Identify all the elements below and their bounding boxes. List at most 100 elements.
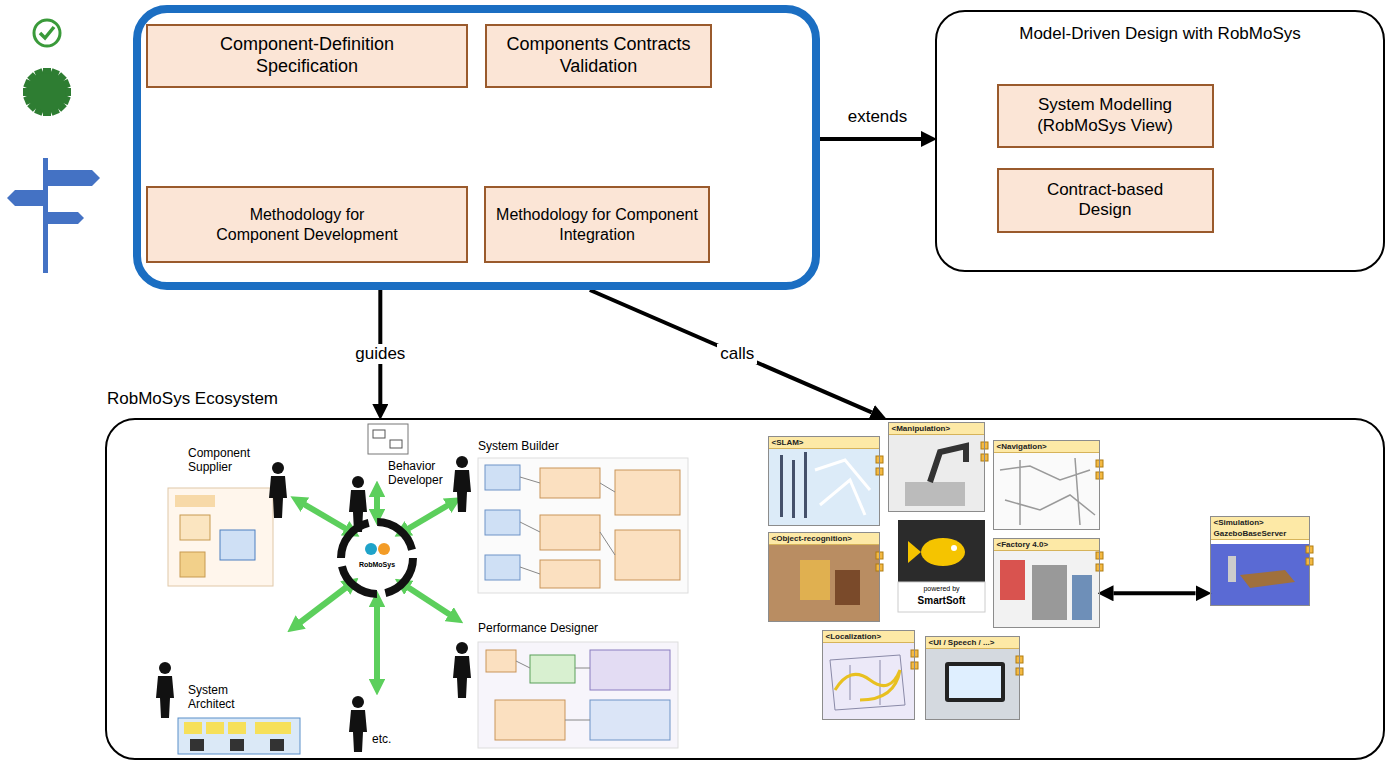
component-port — [1016, 668, 1023, 675]
behavior-icon — [368, 424, 408, 454]
person-silhouette — [269, 462, 287, 518]
component-picture — [888, 435, 985, 512]
process-box: Contract-based Design — [997, 168, 1214, 233]
role-arrow — [406, 586, 452, 616]
box-text: Component-Definition Specification — [207, 34, 407, 77]
component-picture — [1210, 544, 1310, 606]
person-silhouette — [352, 476, 364, 488]
check-icon — [34, 20, 60, 46]
role-arrow — [298, 586, 348, 624]
screenshot — [530, 655, 575, 683]
screenshot — [168, 488, 273, 586]
component-picture — [768, 545, 880, 622]
component-box: <Object-recognition> — [768, 532, 880, 622]
role-arrow — [302, 503, 348, 530]
component-port — [876, 456, 883, 463]
robmosys-logo — [349, 530, 405, 586]
component-picture — [905, 482, 965, 506]
component-picture — [768, 449, 880, 526]
component-picture — [1210, 544, 1310, 606]
component-port — [876, 552, 883, 559]
screenshot — [228, 722, 246, 734]
person-silhouette — [349, 710, 367, 752]
component-picture — [993, 453, 1100, 530]
component-picture — [1072, 575, 1092, 620]
model-driven-frame: Model-Driven Design with RobMoSysSystem … — [935, 10, 1385, 272]
role-label: System Architect — [188, 684, 258, 712]
component-picture — [822, 643, 915, 720]
process-box: Components Contracts Validation — [485, 24, 712, 88]
person-silhouette — [269, 476, 287, 518]
screenshot — [540, 468, 600, 498]
component-picture — [768, 449, 880, 526]
component-port — [1096, 460, 1103, 467]
person-silhouette — [156, 662, 174, 718]
component-picture — [993, 453, 1100, 530]
person-silhouette — [456, 456, 468, 468]
person-silhouette — [156, 456, 471, 752]
robmosys-logo — [341, 522, 413, 594]
connector-arrow — [1114, 591, 1196, 595]
box-text: Methodology for Component Integration — [495, 205, 700, 243]
component-port — [1306, 546, 1313, 553]
component-picture — [930, 446, 966, 482]
component-picture — [945, 662, 1005, 702]
component-picture — [835, 570, 860, 605]
screenshot — [230, 739, 244, 751]
role-arrow — [374, 604, 380, 682]
component-name: <UI / Speech / ...> — [926, 637, 1019, 649]
methodology-group: Component-Definition Specification Compon… — [133, 5, 820, 290]
robmosys-logo — [341, 522, 413, 594]
person-silhouette — [159, 662, 171, 674]
component-picture — [815, 460, 870, 515]
role-label: powered by — [898, 585, 985, 593]
screenshot — [485, 555, 520, 580]
screenshot — [478, 458, 688, 593]
process-box: Methodology for Component Development — [146, 186, 468, 263]
person-silhouette — [352, 696, 364, 708]
component-port — [876, 468, 883, 475]
component-name: <Navigation> — [994, 441, 1099, 453]
gear-icon — [27, 72, 67, 112]
component-picture — [1000, 560, 1025, 600]
role-label: RobMoSys — [347, 561, 407, 569]
screenshot — [184, 722, 202, 734]
component-box: <Manipulation> — [888, 422, 985, 512]
signpost-icon — [7, 190, 43, 206]
connector-arrow — [820, 137, 921, 141]
smartsoft-logo — [898, 520, 985, 612]
role-label: Performance Designer — [478, 622, 598, 636]
gear-icon — [28, 73, 66, 111]
box-text: Components Contracts Validation — [496, 34, 701, 77]
screenshot — [516, 661, 590, 720]
process-box: Component-Definition Specification — [146, 24, 468, 88]
component-picture — [768, 545, 880, 622]
signpost-icon — [48, 170, 100, 186]
screenshot — [168, 488, 273, 586]
screenshot — [180, 552, 205, 577]
component-port — [911, 662, 918, 669]
component-picture — [822, 643, 915, 720]
component-box: <SLAM> — [768, 436, 880, 526]
person-silhouette — [453, 642, 471, 698]
process-box: System Modelling (RobMoSys View) — [997, 84, 1214, 148]
role-arrow — [374, 494, 380, 512]
component-box: <Localization> — [822, 630, 915, 720]
component-port — [981, 454, 988, 461]
screenshot — [495, 700, 565, 740]
edge-label: extends — [845, 107, 911, 127]
component-name: <Object-recognition> — [769, 533, 879, 545]
component-picture — [993, 551, 1100, 628]
component-picture — [804, 452, 807, 518]
screenshot — [255, 722, 291, 734]
screenshot — [485, 510, 520, 535]
behavior-icon — [368, 424, 408, 454]
behavior-icon — [390, 440, 402, 448]
screenshot — [270, 739, 284, 751]
person-silhouette — [272, 462, 284, 474]
role-arrow — [298, 494, 452, 682]
ecosystem-frame: RobMoSys Ecosystem<SLAM><Manipulation><N… — [105, 418, 1385, 760]
screenshot — [478, 458, 688, 593]
frame-heading: RobMoSys Ecosystem — [107, 389, 278, 409]
component-picture — [800, 560, 830, 600]
